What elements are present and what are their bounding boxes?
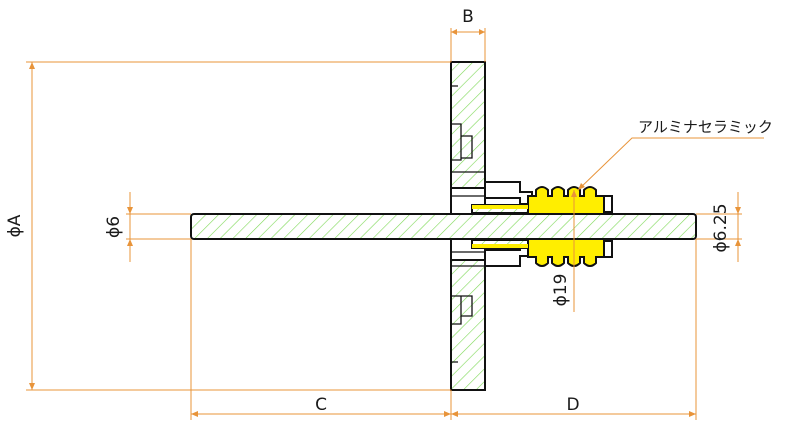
ceramic-inner-upper [472, 205, 528, 209]
ceramic-inner-lower [472, 244, 528, 248]
conductor-rod [190, 213, 697, 240]
dim-label-insulator-diameter: ϕ19 [551, 274, 571, 307]
dim-label-c: C [315, 395, 327, 415]
dim-label-rod-diameter: ϕ6 [104, 216, 124, 238]
dim-label-a: ϕA [5, 214, 25, 237]
dim-label-b: B [462, 7, 474, 27]
flange-upper-section [450, 61, 486, 189]
dim-label-tube-diameter: ϕ6.25 [711, 203, 731, 252]
ceramic-upper-corrugation [527, 186, 605, 215]
housing-upper [484, 181, 533, 205]
flange-lower-step [451, 265, 485, 363]
ceramic-lower-corrugation [527, 238, 605, 267]
rod-body [190, 213, 697, 240]
flange-lower-section [450, 259, 486, 391]
ceramic-insulator [472, 186, 605, 267]
flange-upper-step [451, 85, 485, 173]
callout-material-label: アルミナセラミック [638, 118, 773, 136]
dimension-lines [26, 28, 764, 420]
dim-label-d: D [566, 395, 579, 415]
